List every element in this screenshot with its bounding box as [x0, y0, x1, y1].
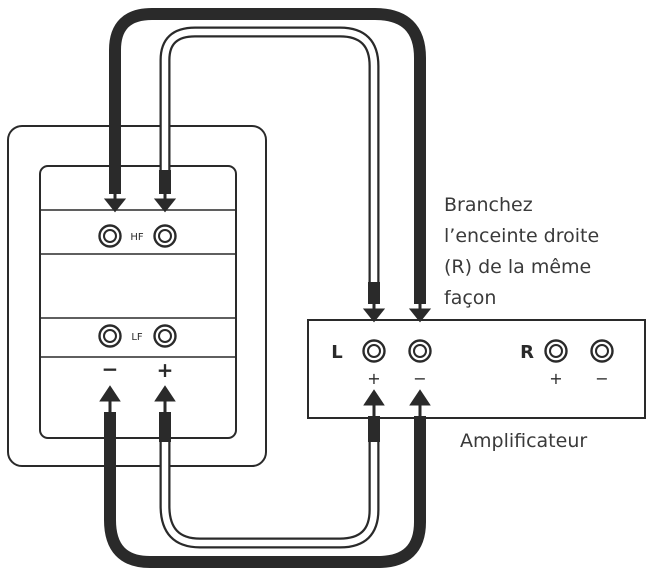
bottom-dark-cable	[104, 440, 426, 568]
arrow-down-icon	[408, 304, 432, 323]
amp-l-minus-sign: −	[413, 369, 426, 388]
speaker-minus-sign: −	[102, 357, 119, 381]
arrow-down-icon	[153, 194, 177, 213]
arrow-down-icon	[362, 304, 386, 323]
amplifier-caption: Amplificateur	[460, 430, 588, 452]
top-dark-cable	[109, 7, 426, 290]
top-cables	[109, 7, 426, 290]
note-line-1: Branchez	[444, 194, 533, 216]
note-line-3: (R) de la même	[444, 256, 592, 278]
top-light-cable	[161, 28, 378, 290]
lf-plus-terminal[interactable]	[153, 324, 177, 348]
speaker-plus-sign: +	[157, 358, 174, 382]
amp-r-plus-sign: +	[549, 369, 562, 388]
bottom-connectors	[99, 385, 431, 442]
amp-l-plus-sign: +	[367, 369, 380, 388]
top-connectors	[103, 170, 432, 323]
amp-left-label: L	[331, 342, 342, 363]
amp-r-minus-sign: −	[595, 369, 608, 388]
arrow-down-icon	[103, 194, 127, 213]
hf-minus-terminal[interactable]	[98, 224, 122, 248]
amp-r-plus-terminal[interactable]	[544, 339, 568, 363]
bottom-light-cable	[161, 440, 378, 547]
amp-l-minus-terminal[interactable]	[408, 339, 432, 363]
note-line-2: l’enceinte droite	[444, 225, 600, 247]
amplifier-box	[307, 319, 646, 419]
arrow-up-icon	[154, 385, 176, 412]
lf-minus-terminal[interactable]	[98, 324, 122, 348]
hf-label: HF	[130, 232, 144, 243]
arrow-up-icon	[363, 389, 385, 416]
lf-label: LF	[131, 332, 143, 343]
note-line-4: façon	[444, 287, 497, 309]
arrow-up-icon	[99, 385, 121, 412]
amp-r-minus-terminal[interactable]	[590, 339, 614, 363]
speaker-cabinet	[7, 125, 267, 467]
amp-right-label: R	[520, 342, 534, 363]
bottom-cables	[104, 440, 426, 568]
amp-l-plus-terminal[interactable]	[362, 339, 386, 363]
hf-plus-terminal[interactable]	[153, 224, 177, 248]
arrow-up-icon	[409, 389, 431, 416]
